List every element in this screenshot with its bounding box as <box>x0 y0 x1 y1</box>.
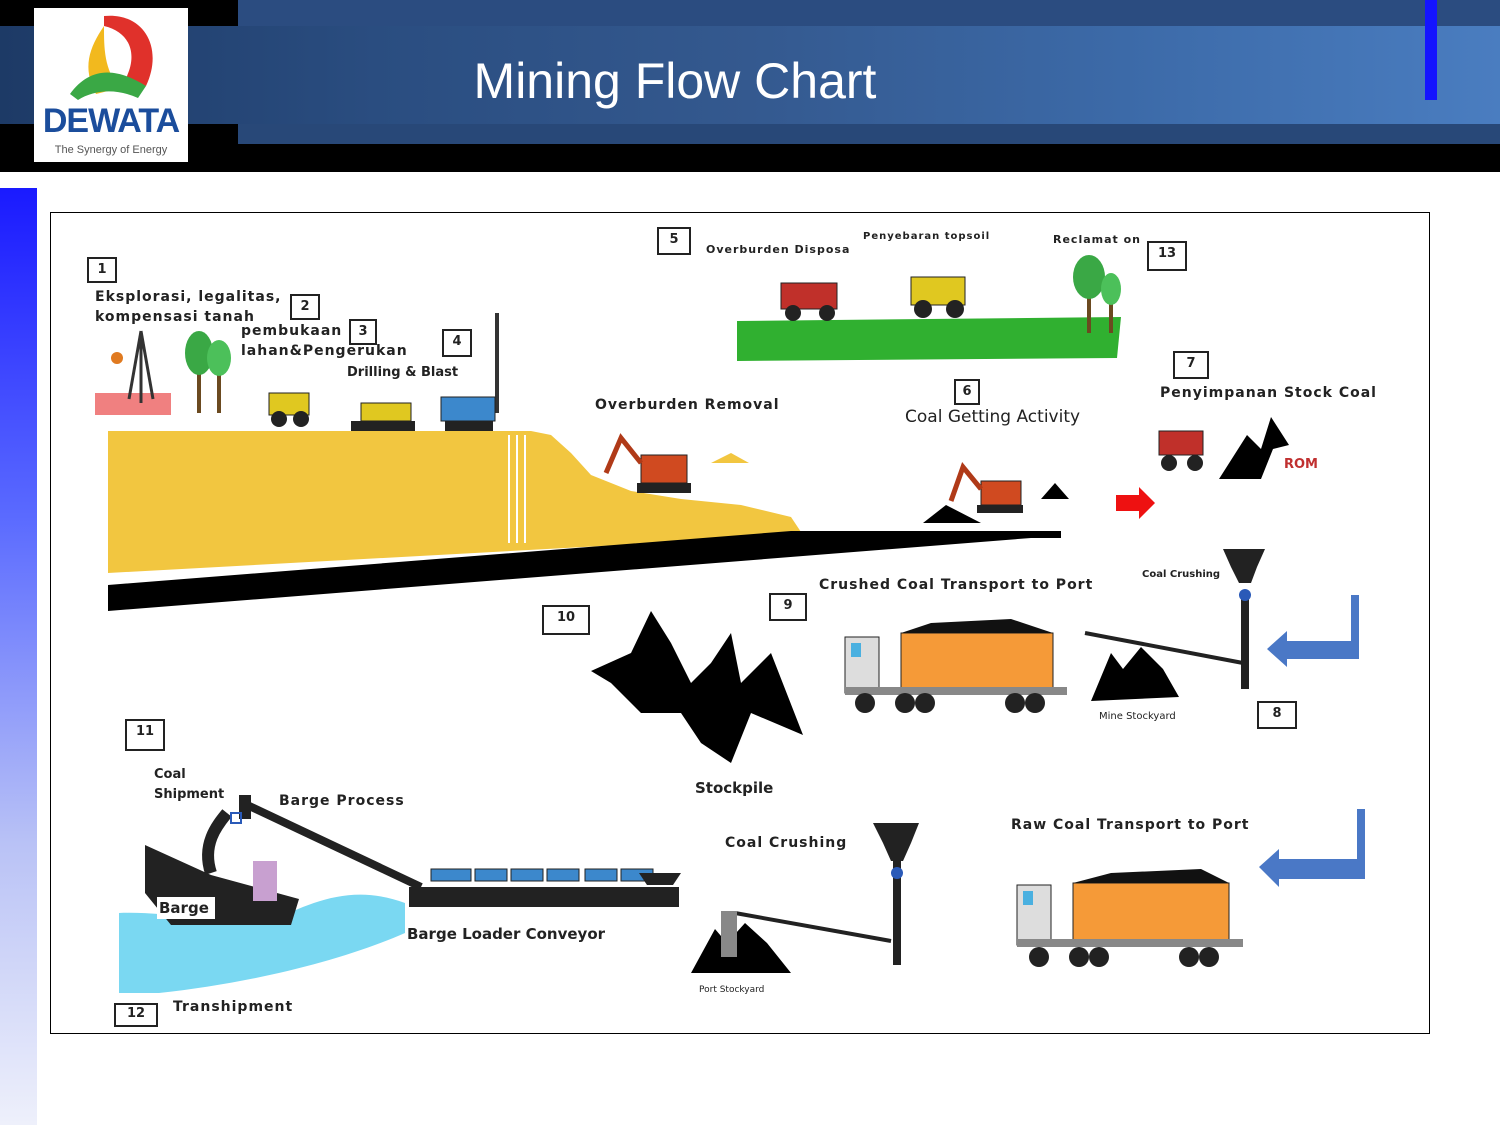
step-number-2: 2 <box>290 294 320 320</box>
step-number-11: 11 <box>125 719 165 751</box>
step-number-8: 8 <box>1257 701 1297 729</box>
step-number-4: 4 <box>442 329 472 357</box>
green-disposal-field <box>737 317 1121 361</box>
port-stockyard-pile <box>691 923 791 973</box>
diagram-illustration <box>95 255 1365 993</box>
dewata-logo-icon <box>70 15 153 100</box>
crushed-coal-truck-icon <box>844 619 1067 713</box>
port-stockyard-tower-icon <box>721 911 737 957</box>
step-number-10: 10 <box>542 605 590 635</box>
header-top-band <box>238 0 1500 26</box>
barge-process-label: Barge Process <box>279 793 405 809</box>
step-label-1: Eksplorasi, legalitas, kompensasi tanah <box>95 289 282 325</box>
conveyor-segments <box>430 868 654 882</box>
header-bottom-band <box>238 124 1500 144</box>
rom-stockpile <box>1219 417 1289 479</box>
red-flow-arrow <box>1116 487 1155 519</box>
excavator-icon <box>603 433 691 493</box>
raw-coal-truck-icon <box>1016 869 1243 967</box>
drill-rig-icon <box>127 330 155 403</box>
coal-excavator-icon <box>948 461 1023 513</box>
tree-icon <box>185 331 231 413</box>
step-label-8: Coal Crushing <box>1142 569 1221 580</box>
step-number-1: 1 <box>87 257 117 283</box>
dump-truck-icon <box>780 282 838 321</box>
step-label-11: Coal Shipment <box>154 767 225 802</box>
step-label-2: pembukaan <box>241 323 343 339</box>
overburden-removal-label: Overburden Removal <box>595 397 780 413</box>
step-label-3: lahan&Pengerukan <box>241 343 408 359</box>
raw-coal-transport-label: Raw Coal Transport to Port <box>1011 817 1250 833</box>
bulldozer-icon <box>351 402 415 431</box>
step-number-13: 13 <box>1147 241 1187 271</box>
mining-flow-diagram: 1 2 3 4 5 6 7 8 9 10 11 12 13 Eksplorasi… <box>50 212 1430 1034</box>
worker-icon <box>111 352 123 364</box>
rom-truck-icon <box>1158 430 1204 471</box>
pit-floor <box>108 531 1061 611</box>
step-label-6: Coal Getting Activity <box>905 407 1081 427</box>
step-number-6: 6 <box>954 379 980 405</box>
step-label-12: Transhipment <box>173 999 294 1015</box>
header-gradient-band <box>0 26 1500 124</box>
step-label-10: Stockpile <box>695 779 774 797</box>
blue-flow-arrow-lower <box>1259 809 1365 887</box>
logo-wordmark: DEWATA <box>42 102 180 140</box>
stockpile-coal <box>591 611 803 763</box>
header-accent-bar <box>1425 0 1437 100</box>
port-crusher-hopper-icon <box>873 823 919 861</box>
step-label-13: Reclamat on <box>1053 233 1142 246</box>
left-gradient-strip <box>0 188 37 1125</box>
wheel-loader-icon <box>910 276 966 318</box>
step-number-3: 3 <box>349 319 377 345</box>
coal-crusher-hopper-icon <box>1223 549 1265 583</box>
rom-label: ROM <box>1284 457 1318 472</box>
barge-conveyor <box>241 799 423 891</box>
loader-icon <box>268 392 310 427</box>
page-title: Mining Flow Chart <box>473 53 877 109</box>
barge-label: Barge <box>159 899 209 917</box>
step-label-4: Drilling & Blast <box>347 365 459 380</box>
mine-ground-terrain <box>108 431 803 573</box>
logo-tagline: The Synergy of Energy <box>54 144 168 156</box>
mine-stockyard-label: Mine Stockyard <box>1099 711 1176 722</box>
step-label-9: Crushed Coal Transport to Port <box>819 577 1094 593</box>
port-stockyard-label: Port Stockyard <box>699 985 765 995</box>
step-number-5: 5 <box>657 227 691 255</box>
port-coal-crushing-label: Coal Crushing <box>725 835 848 851</box>
company-logo: DEWATA The Synergy of Energy <box>34 8 188 162</box>
exploration-platform <box>95 393 171 415</box>
step-number-12: 12 <box>114 1003 158 1027</box>
barge-cabin-icon <box>253 861 277 901</box>
barge-loader-label: Barge Loader Conveyor <box>407 925 606 943</box>
step-number-9: 9 <box>769 593 807 621</box>
mine-stockyard-pile <box>1091 647 1179 701</box>
step-label-5: Overburden Disposa <box>706 243 851 256</box>
reclamation-tree-icon <box>1073 255 1121 333</box>
blue-flow-arrow-upper <box>1267 595 1359 667</box>
step-number-7: 7 <box>1173 351 1209 379</box>
blast-drill-icon <box>440 313 499 431</box>
step-label-7: Penyimpanan Stock Coal <box>1160 385 1377 401</box>
penyebaran-label: Penyebaran topsoil <box>863 231 991 242</box>
barge-loader-deck <box>409 887 679 907</box>
